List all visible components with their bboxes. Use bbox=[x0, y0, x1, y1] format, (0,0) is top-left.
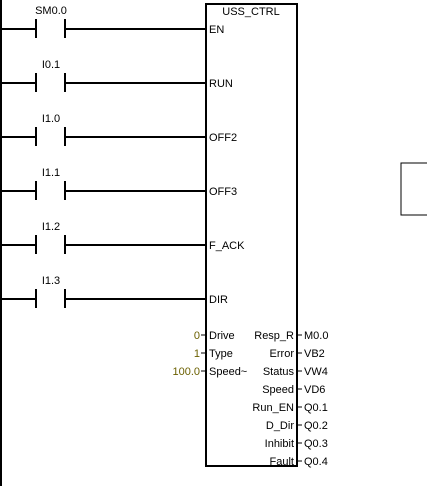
value-input-speed: 100.0 Speed~ bbox=[172, 366, 247, 378]
output-run-en: Run_EN Q0.1 bbox=[252, 402, 327, 414]
uss-ctrl-block[interactable] bbox=[205, 3, 298, 467]
rung-dir: I1.3 DIR bbox=[1, 275, 228, 308]
block-title: USS_CTRL bbox=[222, 6, 279, 18]
block-output-label: Resp_R bbox=[254, 330, 294, 342]
output-fault: Fault Q0.4 bbox=[270, 456, 328, 468]
output-status: Status VW4 bbox=[263, 366, 328, 378]
block-output-label: Run_EN bbox=[252, 402, 294, 414]
block-input-label: Type bbox=[209, 348, 233, 360]
rung-run: I0.1 RUN bbox=[1, 59, 233, 92]
output-operand[interactable]: Q0.1 bbox=[304, 402, 328, 414]
value-input-type: 1 Type bbox=[194, 348, 233, 360]
output-operand[interactable]: Q0.4 bbox=[304, 456, 328, 468]
output-resp-r: Resp_R M0.0 bbox=[254, 330, 328, 342]
block-input-label: OFF3 bbox=[209, 186, 237, 198]
block-input-label: EN bbox=[209, 24, 224, 36]
output-error: Error VB2 bbox=[270, 348, 325, 360]
block-output-label: Fault bbox=[270, 456, 294, 468]
contact-label: I1.2 bbox=[42, 221, 60, 233]
output-operand[interactable]: VD6 bbox=[304, 384, 325, 396]
rung-off3: I1.1 OFF3 bbox=[1, 167, 237, 200]
block-input-label: F_ACK bbox=[209, 240, 245, 252]
output-d-dir: D_Dir Q0.2 bbox=[266, 420, 328, 432]
block-input-label: Drive bbox=[209, 330, 235, 342]
block-output-label: D_Dir bbox=[266, 420, 294, 432]
input-value[interactable]: 1 bbox=[194, 348, 200, 360]
partial-box-edge bbox=[400, 162, 427, 216]
contact-label: I0.1 bbox=[42, 59, 60, 71]
output-operand[interactable]: VW4 bbox=[304, 366, 328, 378]
output-operand[interactable]: Q0.3 bbox=[304, 438, 328, 450]
block-output-label: Speed bbox=[262, 384, 294, 396]
value-input-drive: 0 Drive bbox=[194, 330, 235, 342]
output-inhibit: Inhibit Q0.3 bbox=[265, 438, 328, 450]
block-output-label: Inhibit bbox=[265, 438, 294, 450]
block-input-label: Speed~ bbox=[209, 366, 247, 378]
contact-label: I1.3 bbox=[42, 275, 60, 287]
block-input-label: DIR bbox=[209, 294, 228, 306]
output-operand[interactable]: Q0.2 bbox=[304, 420, 328, 432]
output-speed: Speed VD6 bbox=[262, 384, 325, 396]
block-input-label: RUN bbox=[209, 78, 233, 90]
contact-label: SM0.0 bbox=[35, 5, 67, 17]
input-value[interactable]: 0 bbox=[194, 330, 200, 342]
rung-en: SM0.0 EN bbox=[1, 5, 224, 38]
contact-label: I1.1 bbox=[42, 167, 60, 179]
output-operand[interactable]: VB2 bbox=[304, 348, 325, 360]
input-value[interactable]: 100.0 bbox=[172, 366, 200, 378]
output-operand[interactable]: M0.0 bbox=[304, 330, 328, 342]
block-output-label: Error bbox=[270, 348, 295, 360]
block-input-label: OFF2 bbox=[209, 132, 237, 144]
contact-label: I1.0 bbox=[42, 113, 60, 125]
rung-off2: I1.0 OFF2 bbox=[1, 113, 237, 146]
rung-f-ack: I1.2 F_ACK bbox=[1, 221, 245, 254]
block-output-label: Status bbox=[263, 366, 295, 378]
